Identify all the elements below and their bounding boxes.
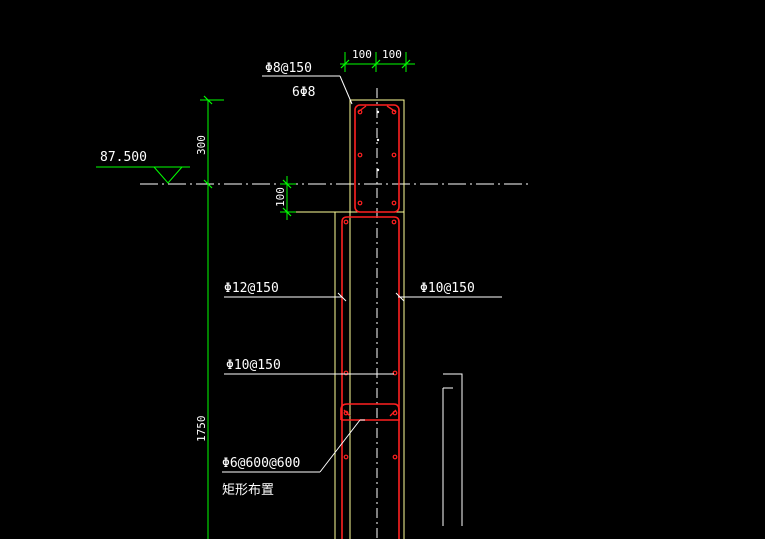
side-element <box>442 373 463 526</box>
label-tie-bars: Φ6@600@600 <box>222 456 300 471</box>
top-dimension: 100 100 <box>340 48 415 72</box>
annotations: Φ8@150 6Φ8 Φ12@150 Φ10@150 Φ10@150 Φ6@60… <box>222 61 502 498</box>
concrete-outline <box>334 99 405 539</box>
small-dimension: 100 <box>274 176 336 220</box>
dim-top-left: 100 <box>352 48 372 61</box>
label-left-bars: Φ12@150 <box>224 281 279 296</box>
rebar-cage <box>340 104 400 539</box>
dim-vertical-100: 100 <box>274 187 287 207</box>
elevation-label: 87.500 <box>100 150 147 165</box>
dim-top-right: 100 <box>382 48 402 61</box>
label-right-bars: Φ10@150 <box>420 281 475 296</box>
label-tie-note: 矩形布置 <box>222 483 274 498</box>
label-horizontal-bars: Φ10@150 <box>226 358 281 373</box>
elevation-marker: 87.500 <box>96 150 190 184</box>
left-dimension-line: 300 1750 <box>195 95 224 539</box>
dim-vertical-1750: 1750 <box>195 416 208 443</box>
label-top-long-bars: 6Φ8 <box>292 85 315 100</box>
label-top-stirrup: Φ8@150 <box>265 61 312 76</box>
dim-vertical-300: 300 <box>195 135 208 155</box>
